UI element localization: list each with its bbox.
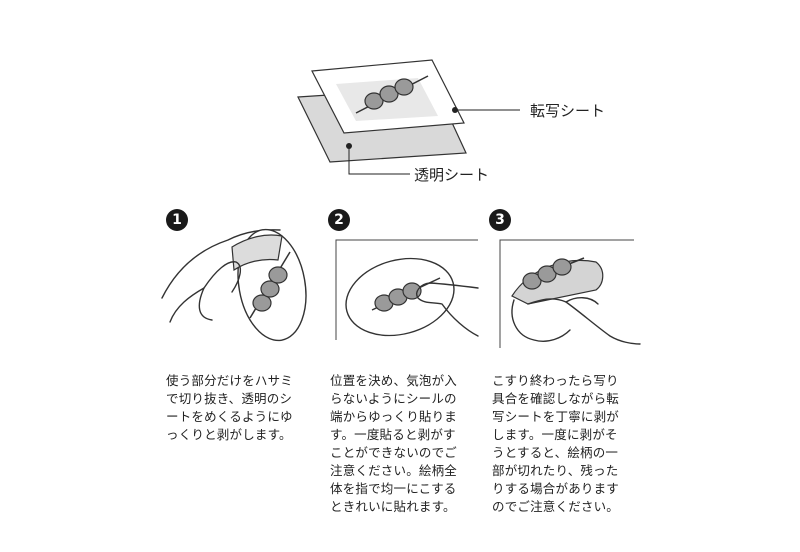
transfer-sheet-leader [452, 107, 520, 113]
transfer-sheet-label: 転写シート [530, 102, 606, 120]
clear-sheet-leader [346, 143, 410, 175]
step-3-text: こすり終わったら写り 具合を確認しながら転 写シートを丁寧に剥が します。一度に… [492, 373, 620, 514]
step-2-text: 位置を決め、気泡が入 らないようにシールの 端からゆっくり貼りま す。一度貼ると… [330, 373, 458, 514]
step-2-illustration [335, 239, 479, 340]
step-1-badge: 1 [166, 209, 188, 231]
step-1-illustration [161, 228, 307, 342]
step-2-badge: 2 [328, 209, 350, 231]
skewer-motif [355, 75, 429, 114]
step-3-badge: 3 [489, 209, 511, 231]
step-3-illustration [499, 239, 641, 348]
step-1-text: 使う部分だけをハサミ で切り抜き、透明のシ ートをめくるようにゆ っくりと剥がし… [166, 373, 294, 442]
clear-sheet-label: 透明シート [414, 166, 490, 184]
